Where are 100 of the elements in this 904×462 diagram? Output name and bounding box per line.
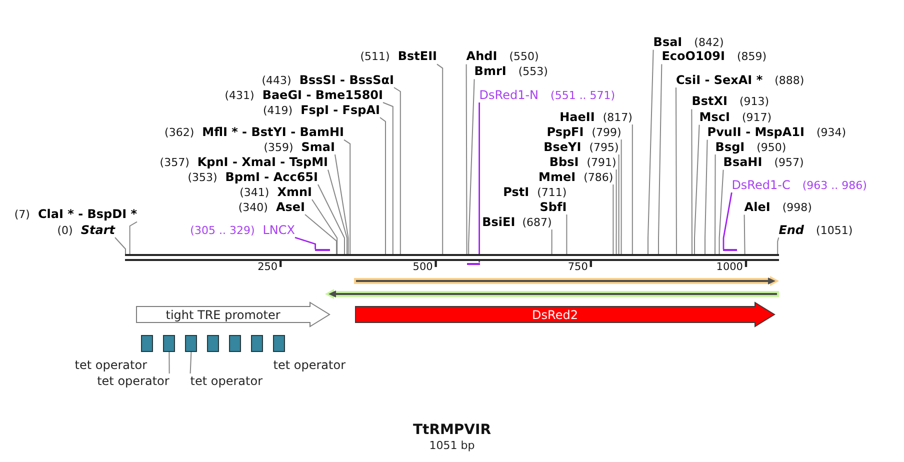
feature-label: tet operator <box>190 374 263 388</box>
enzyme-name: BssSI - BssSαI <box>299 72 394 88</box>
leader-line <box>380 117 386 254</box>
site-position: (859) <box>736 49 767 64</box>
enzyme-name: HaeII <box>560 110 595 124</box>
enzyme-name: PstI <box>503 184 530 200</box>
enzyme-name: AseI <box>276 200 305 214</box>
leader-line <box>704 139 708 254</box>
site-position: (431) <box>224 88 254 102</box>
enzyme-name: MflI * - BstYI - BamHI <box>202 124 344 140</box>
enzyme-name: ClaI * - BspDI * <box>38 206 137 222</box>
enzyme-name: KpnI - XmaI - TspMI <box>197 154 328 170</box>
enzyme-name: XmnI <box>277 184 312 200</box>
site-position: (795) <box>589 140 619 154</box>
leader-line <box>714 154 716 254</box>
scale-label: 250 <box>258 261 278 273</box>
leader-line <box>744 214 746 254</box>
dna-backbone <box>125 254 778 260</box>
scale-label: 500 <box>412 261 433 273</box>
gene-feature <box>355 302 775 327</box>
operator-box <box>273 335 286 352</box>
leader-line <box>676 87 677 254</box>
leader-line <box>294 236 316 250</box>
leader-line <box>328 169 348 254</box>
feature-label: DsRed2 <box>532 308 578 322</box>
enzyme-name: EcoO109I <box>662 49 725 64</box>
feature-label: tet operator <box>74 358 147 372</box>
site-position: (419) <box>262 102 293 118</box>
leader-line <box>632 124 633 254</box>
site-position: (711) <box>537 184 567 200</box>
enzyme-name: AhdI <box>466 49 498 64</box>
leader-line <box>566 214 568 254</box>
leader-line <box>129 221 138 254</box>
feature-label: tight TRE promoter <box>166 308 280 322</box>
enzyme-name: BbsI <box>549 154 579 170</box>
site-position: (443) <box>262 72 292 88</box>
enzyme-name: BseYI <box>544 140 582 154</box>
map-title: TtRMPVIR <box>412 422 492 439</box>
primer-position: (551 .. 571) <box>550 88 616 102</box>
enzyme-name: BstEII <box>398 49 437 64</box>
promoter-feature <box>136 302 330 327</box>
operator-box <box>229 335 242 352</box>
leader-line <box>190 351 192 374</box>
site-position: (357) <box>160 154 190 170</box>
leader-line <box>304 214 337 254</box>
enzyme-name: FspI - FspAI <box>300 102 380 118</box>
site-position: (7) <box>14 206 30 222</box>
site-position: (687) <box>522 214 552 230</box>
terminus-label: End <box>778 222 804 238</box>
feature-label: tet operator <box>97 374 170 388</box>
leader-line <box>468 78 475 254</box>
leader-line <box>722 192 732 250</box>
leader-line <box>394 87 401 254</box>
site-position: (341) <box>240 184 270 200</box>
enzyme-name: BsgI <box>715 140 745 154</box>
scale-label: 750 <box>568 261 588 273</box>
enzyme-name: BpmI - Acc65I <box>225 170 318 184</box>
site-position: (998) <box>782 200 812 215</box>
operator-box <box>185 335 198 352</box>
enzyme-name: SmaI <box>301 140 335 154</box>
primer-name: DsRed1-C <box>732 178 790 192</box>
enzyme-name: AleI <box>744 200 770 215</box>
site-position: (353) <box>188 170 218 184</box>
leader-line <box>334 154 349 254</box>
operator-box <box>141 335 154 352</box>
leader-line <box>551 229 552 254</box>
operator-box <box>163 335 176 352</box>
leader-line <box>618 154 620 254</box>
terminus-label: Start <box>80 222 115 238</box>
primer-site-mark <box>467 262 480 265</box>
leader-line <box>168 351 170 374</box>
operator-box <box>251 335 264 352</box>
site-position: (888) <box>774 72 804 88</box>
enzyme-name: BstXI <box>692 94 728 110</box>
site-position: (917) <box>742 110 772 125</box>
site-position: (553) <box>518 64 548 80</box>
leader-line <box>344 139 351 254</box>
leader-line <box>718 169 724 254</box>
leader-line <box>616 169 617 254</box>
reading-frame-bar <box>325 289 779 299</box>
leader-line <box>620 139 622 254</box>
site-position: (359) <box>264 140 294 154</box>
site-position: (791) <box>586 154 616 170</box>
site-position: (950) <box>756 140 786 154</box>
site-position: (362) <box>164 124 194 140</box>
enzyme-name: MmeI <box>538 170 576 184</box>
leader-line <box>648 49 654 254</box>
leader-line <box>318 184 345 254</box>
enzyme-name: BsaI <box>653 34 682 50</box>
leader-line <box>691 108 692 254</box>
primer-site-mark <box>723 249 738 252</box>
site-position: (786) <box>584 170 614 184</box>
site-position: (934) <box>816 124 846 140</box>
enzyme-name: BmrI <box>474 64 506 80</box>
enzyme-name: BaeGI - Bme1580I <box>262 88 383 102</box>
leader-line <box>694 124 700 254</box>
leader-line <box>466 64 468 254</box>
site-position: (511) <box>360 49 390 64</box>
site-position: (842) <box>694 34 724 50</box>
leader-line <box>114 237 126 254</box>
